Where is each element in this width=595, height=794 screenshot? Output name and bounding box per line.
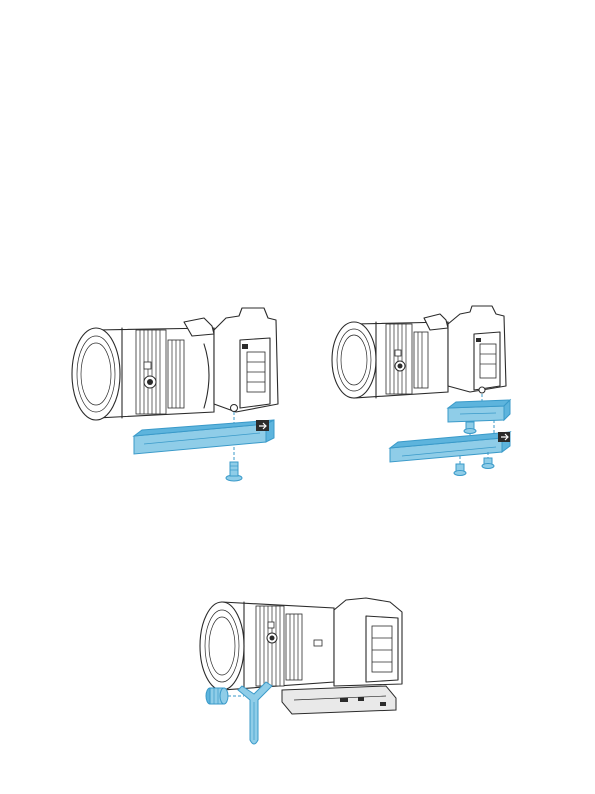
l-bracket: [282, 686, 396, 714]
quick-release-block: [448, 400, 510, 422]
camera-body: [334, 598, 402, 686]
long-mounting-plate: [134, 420, 274, 454]
zoom-ring: [386, 324, 412, 394]
camera-lens: [72, 328, 214, 420]
zoom-ring: [256, 606, 284, 686]
block-screw: [464, 422, 476, 434]
camera-lens: [200, 602, 334, 690]
figure-step-2: [320, 300, 520, 485]
direction-badge: [498, 432, 510, 442]
mounting-screw: [226, 462, 242, 481]
plate-screw-left: [454, 464, 466, 476]
direction-badge: [256, 420, 269, 431]
hex-wrench: [238, 682, 272, 744]
clamp-knob: [206, 688, 228, 704]
figure-step-1: [64, 300, 284, 485]
camera-lens: [332, 322, 448, 398]
figure-step-3: [190, 590, 405, 750]
zoom-ring: [136, 330, 166, 414]
plate-screw-right: [482, 458, 494, 469]
